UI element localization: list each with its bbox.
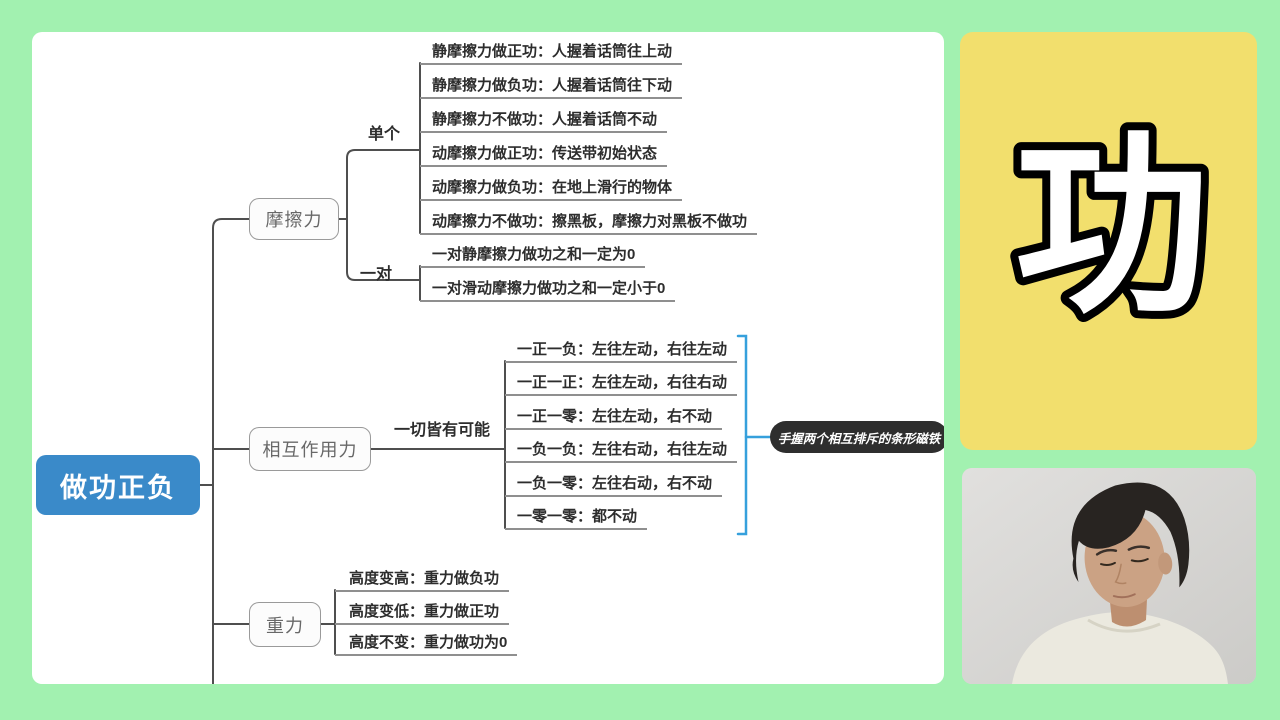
person-hair (1071, 482, 1190, 588)
topic-gravity[interactable]: 重力 (249, 602, 321, 647)
leaf-kinetic-friction-none[interactable]: 动摩擦力不做功：擦黑板，摩擦力对黑板不做功 (420, 213, 758, 235)
topic-interaction-force[interactable]: 相互作用力 (249, 427, 371, 471)
leaf-neg-zero[interactable]: 一负一零：左往右动，右不动 (505, 475, 723, 497)
webcam-panel[interactable] (962, 468, 1256, 684)
summary-note[interactable]: 手握两个相互排斥的条形磁铁 (770, 421, 944, 453)
leaf-static-friction-negative[interactable]: 静摩擦力做负功：人握着话筒往下动 (420, 77, 683, 99)
leaf-kinetic-friction-negative[interactable]: 动摩擦力做负功：在地上滑行的物体 (420, 179, 683, 201)
leaf-pair-sliding-sum-negative[interactable]: 一对滑动摩擦力做功之和一定小于0 (420, 280, 676, 302)
label-pair[interactable]: 一对 (360, 266, 393, 283)
leaf-kinetic-friction-positive[interactable]: 动摩擦力做正功：传送带初始状态 (420, 145, 668, 167)
summary-bracket (736, 334, 772, 536)
leaf-neg-neg[interactable]: 一负一负：左往右动，右往左动 (505, 441, 738, 463)
leaf-static-friction-positive[interactable]: 静摩擦力做正功：人握着话筒往上动 (420, 43, 683, 65)
leaf-static-friction-none[interactable]: 静摩擦力不做功：人握着话筒不动 (420, 111, 668, 133)
leaf-pos-pos[interactable]: 一正一正：左往左动，右往右动 (505, 374, 738, 396)
leaf-height-up[interactable]: 高度变高：重力做负功 (335, 570, 510, 592)
mindmap-connectors (199, 62, 772, 684)
topic-friction[interactable]: 摩擦力 (249, 198, 339, 240)
leaf-height-down[interactable]: 高度变低：重力做正功 (335, 603, 510, 625)
label-single[interactable]: 单个 (368, 126, 401, 143)
leaf-pos-zero[interactable]: 一正一零：左往左动，右不动 (505, 408, 723, 430)
leaf-height-same[interactable]: 高度不变：重力做功为0 (335, 634, 518, 656)
slide-character: 功 (1015, 118, 1210, 336)
mindmap-canvas[interactable]: 做功正负 摩擦力 单个 静摩擦力做正功：人握着话筒往上动 静摩擦力做负功：人握着… (32, 32, 944, 684)
person-head (1071, 482, 1190, 607)
leaf-pos-neg[interactable]: 一正一负：左往左动，右往左动 (505, 341, 738, 363)
label-everything-possible[interactable]: 一切皆有可能 (394, 422, 491, 439)
slide-panel: 功 (960, 32, 1257, 450)
slide-character-graphic: 功 (1007, 110, 1218, 344)
person-figure (962, 468, 1256, 684)
leaf-zero-zero[interactable]: 一零一零：都不动 (505, 508, 648, 530)
leaf-pair-static-sum-zero[interactable]: 一对静摩擦力做功之和一定为0 (420, 246, 646, 268)
person-shirt (1012, 612, 1228, 684)
root-topic[interactable]: 做功正负 (36, 455, 200, 515)
